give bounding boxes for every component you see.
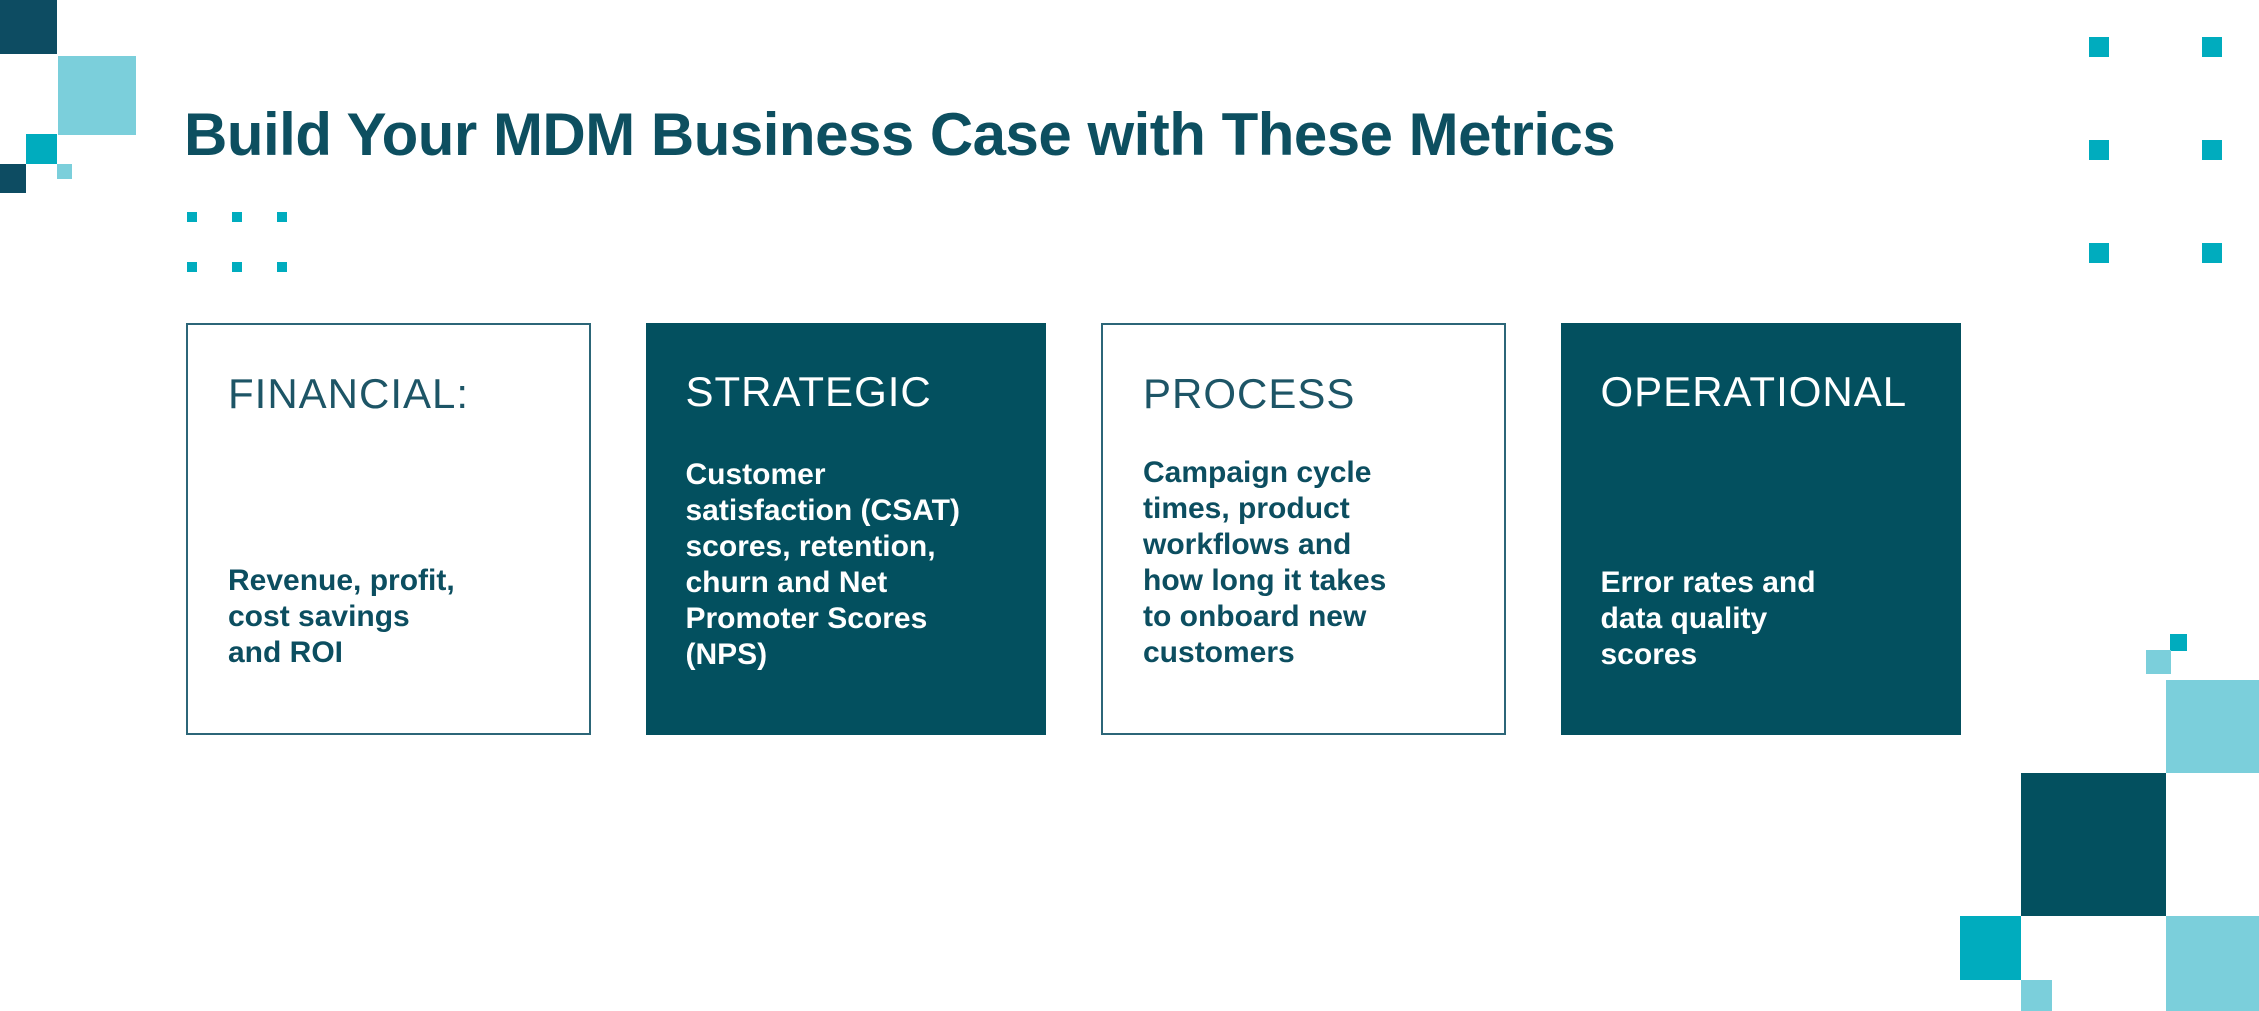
deco-square-dark-large xyxy=(2021,773,2166,916)
deco-square-lightblue-tiny xyxy=(57,164,72,179)
deco-square-teal xyxy=(2089,140,2109,160)
deco-square-teal xyxy=(26,134,57,164)
deco-square-teal xyxy=(2202,140,2222,160)
deco-square-teal xyxy=(2089,243,2109,263)
deco-square-lightblue-small xyxy=(2021,980,2052,1011)
card-strategic-header: STRATEGIC xyxy=(685,368,932,415)
card-strategic-body: Customer satisfaction (CSAT) scores, ret… xyxy=(685,458,960,671)
dots-grid xyxy=(187,212,287,272)
deco-square-lightblue xyxy=(2166,680,2259,773)
card-process: PROCESS Campaign cycle times, product wo… xyxy=(1101,323,1506,735)
deco-square-teal xyxy=(2202,37,2222,57)
deco-square-teal xyxy=(1960,916,2021,980)
deco-square-teal xyxy=(2202,243,2222,263)
deco-square-lightblue xyxy=(58,56,136,135)
deco-grid-top-right xyxy=(2089,37,2222,263)
dot xyxy=(232,262,242,272)
card-financial: FINANCIAL: Revenue, profit, cost savings… xyxy=(186,323,591,735)
dot xyxy=(277,262,287,272)
dot xyxy=(187,262,197,272)
deco-square-teal-tiny xyxy=(2170,634,2187,651)
card-process-body: Campaign cycle times, product workflows … xyxy=(1143,456,1387,669)
card-process-header: PROCESS xyxy=(1143,370,1356,417)
card-financial-body: Revenue, profit, cost savings and ROI xyxy=(228,564,455,669)
deco-square-navy-large xyxy=(0,0,57,54)
metric-cards-row: FINANCIAL: Revenue, profit, cost savings… xyxy=(186,323,1961,735)
card-financial-header: FINANCIAL: xyxy=(228,370,470,417)
card-operational-body: Error rates and data quality scores xyxy=(1600,566,1816,671)
card-operational: OPERATIONAL Error rates and data quality… xyxy=(1560,323,1961,735)
dot xyxy=(277,212,287,222)
dot xyxy=(232,212,242,222)
deco-square-teal xyxy=(2089,37,2109,57)
card-strategic: STRATEGIC Customer satisfaction (CSAT) s… xyxy=(645,323,1046,735)
page-title: Build Your MDM Business Case with These … xyxy=(184,101,1616,168)
deco-square-navy-small xyxy=(0,164,26,193)
deco-square-lightblue xyxy=(2166,916,2259,1011)
deco-square-lightblue-tiny xyxy=(2146,650,2171,674)
card-operational-header: OPERATIONAL xyxy=(1600,368,1908,415)
dot xyxy=(187,212,197,222)
